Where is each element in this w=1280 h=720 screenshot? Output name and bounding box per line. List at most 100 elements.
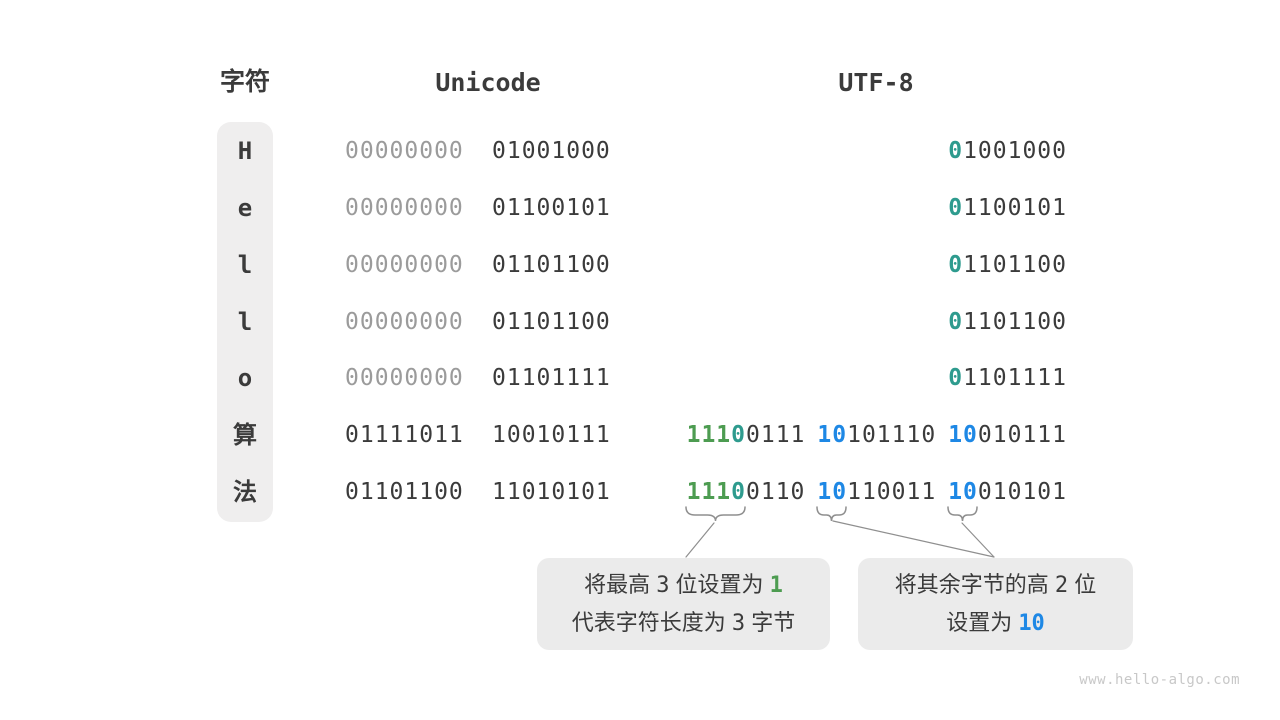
column-header-utf8: UTF-8	[838, 68, 914, 97]
utf8-bit-segment: 0	[948, 138, 964, 164]
character-cell: e	[237, 193, 253, 222]
character-column-panel	[217, 122, 273, 522]
utf8-bit-segment: 0	[731, 422, 747, 449]
utf8-bit-segment: 10	[817, 479, 848, 505]
unicode-bit-segment: 10010111	[492, 422, 611, 449]
unicode-byte: 01101111	[492, 362, 611, 394]
unicode-bit-segment: 01101111	[492, 365, 611, 392]
callout-line: 设置为 10	[946, 604, 1045, 642]
unicode-bit-segment: 01100101	[492, 194, 611, 221]
callout-text-segment: 3	[731, 611, 746, 636]
callout-line: 将最高 3 位设置为 1	[584, 566, 783, 604]
unicode-bit-segment: 11010101	[492, 479, 611, 505]
unicode-byte: 00000000	[345, 249, 464, 281]
utf8-byte: 01001000	[948, 135, 1067, 167]
callout-text-segment: 设置为	[946, 610, 1019, 635]
unicode-byte: 00000000	[345, 135, 464, 167]
unicode-bit-segment: 00000000	[345, 308, 464, 335]
unicode-bit-segment: 01001000	[492, 138, 611, 164]
unicode-bit-segment: 00000000	[345, 251, 464, 278]
connector-line-right-callout-a	[832, 520, 995, 558]
utf8-bytes-row: 01001000	[948, 135, 1067, 167]
utf8-bit-segment: 1100101	[963, 194, 1067, 221]
column-header-char: 字符	[219, 68, 270, 96]
utf8-bit-segment: 0110	[746, 479, 806, 505]
callout-high-bits: 将最高 3 位设置为 1 代表字符长度为 3 字节	[537, 558, 830, 650]
character-cell: 算	[233, 421, 257, 450]
underbrace-high-bits	[685, 506, 746, 522]
unicode-byte: 01100101	[492, 192, 611, 224]
callout-text-segment: 3	[656, 573, 670, 598]
utf8-bit-segment: 1101111	[963, 365, 1067, 392]
utf8-bit-segment: 110011	[847, 479, 937, 505]
unicode-byte: 01101100	[492, 249, 611, 281]
callout-text-segment: 字节	[745, 610, 796, 635]
character-cell: l	[237, 250, 253, 279]
utf8-byte: 01101111	[948, 362, 1067, 394]
utf8-bit-segment: 1101100	[963, 308, 1067, 335]
utf8-bit-segment: 0	[948, 365, 964, 392]
callout-line: 将其余字节的高 2 位	[895, 566, 1097, 604]
utf8-bit-segment: 10	[948, 422, 978, 449]
character-cell: l	[237, 307, 253, 336]
utf8-bit-segment: 111	[686, 422, 732, 449]
callout-text-segment: 2	[1054, 573, 1069, 598]
unicode-byte: 10010111	[492, 419, 611, 451]
utf8-byte: 01101100	[948, 249, 1067, 281]
unicode-bit-segment: 01101100	[345, 479, 464, 505]
unicode-byte: 01001000	[492, 135, 611, 167]
utf8-bytes-row: 01100101	[948, 192, 1067, 224]
utf8-bit-segment: 0	[948, 194, 964, 221]
utf8-bytes-row: 01101100	[948, 306, 1067, 338]
utf8-bit-segment: 010101	[977, 479, 1067, 505]
callout-text-segment: 位	[1068, 572, 1097, 597]
character-cell: 法	[233, 478, 257, 506]
utf8-bit-segment: 1101100	[963, 251, 1067, 278]
unicode-bit-segment: 01101100	[492, 308, 611, 335]
utf8-byte: 11100110	[687, 476, 806, 508]
callout-text-segment: 1	[769, 573, 783, 598]
utf8-byte: 11100111	[687, 419, 806, 451]
unicode-byte: 01101100	[492, 306, 611, 338]
utf8-byte: 10010101	[948, 476, 1067, 508]
unicode-byte: 00000000	[345, 362, 464, 394]
utf8-bit-segment: 0111	[746, 422, 806, 449]
utf8-byte: 01101100	[948, 306, 1067, 338]
column-header-unicode: Unicode	[435, 68, 541, 97]
unicode-byte: 01101100	[345, 476, 464, 508]
unicode-byte: 01111011	[345, 419, 464, 451]
underbrace-byte3-prefix	[947, 506, 978, 522]
character-cell: H	[237, 137, 253, 165]
utf8-bytes-row: 01101100	[948, 249, 1067, 281]
callout-text-segment: 代表字符长度为	[571, 610, 732, 635]
callout-text-segment: 位设置为	[669, 572, 770, 597]
utf8-bit-segment: 0	[731, 479, 747, 505]
utf8-byte: 10110011	[817, 476, 936, 508]
utf8-bit-segment: 0	[948, 251, 964, 278]
character-cell: o	[237, 364, 253, 393]
utf8-bit-segment: 10	[817, 422, 848, 449]
utf8-bytes-row: 01101111	[948, 362, 1067, 394]
utf8-bit-segment: 1001000	[963, 138, 1067, 164]
callout-text-segment: 10	[1018, 611, 1045, 636]
watermark: www.hello-algo.com	[1079, 672, 1240, 688]
unicode-bit-segment: 00000000	[345, 365, 464, 392]
unicode-byte: 00000000	[345, 192, 464, 224]
unicode-bit-segment: 01101100	[492, 251, 611, 278]
utf8-bit-segment: 0	[948, 308, 964, 335]
connector-line-right-callout-b	[961, 522, 995, 558]
utf8-bit-segment: 101110	[847, 422, 937, 449]
callout-text-segment: 将其余字节的高	[894, 572, 1055, 597]
unicode-bit-segment: 01111011	[345, 422, 464, 449]
utf8-byte: 10010111	[948, 419, 1067, 451]
callout-continuation-bits: 将其余字节的高 2 位设置为 10	[858, 558, 1133, 650]
underbrace-byte2-prefix	[816, 506, 847, 522]
callout-text-segment: 将最高	[584, 572, 657, 597]
unicode-byte: 11010101	[492, 476, 611, 508]
connector-line-left-callout	[685, 522, 715, 558]
